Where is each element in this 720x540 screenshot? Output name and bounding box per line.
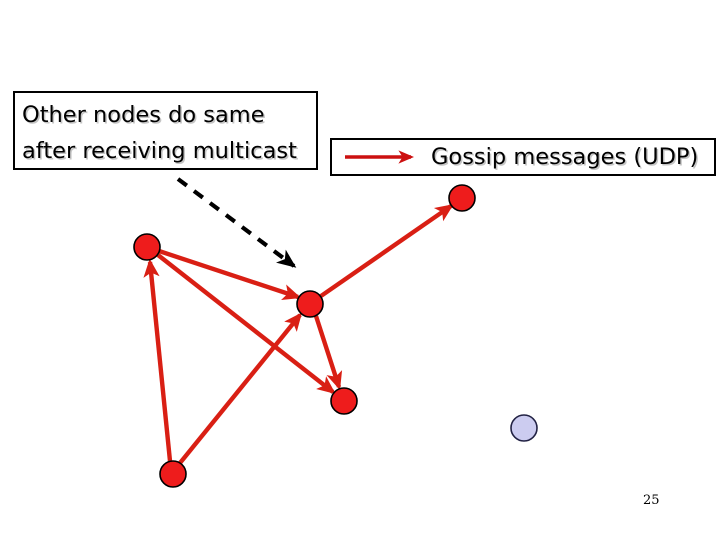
- callout-textbox: Other nodes do same after receiving mult…: [13, 91, 318, 170]
- node-mid-right[interactable]: [330, 387, 358, 415]
- gossip-edge-group: [143, 204, 454, 465]
- node-group: [133, 184, 538, 488]
- edge-center-to-top-right: [319, 204, 454, 298]
- page-number: 25: [643, 493, 660, 508]
- callout-line-1: Other nodes do same: [22, 102, 265, 128]
- multicast-dashed-arrow: [176, 177, 297, 268]
- edge-upper-left-to-mid-right: [156, 253, 336, 395]
- legend-label: Gossip messages (UDP): [431, 144, 699, 170]
- edge-upper-left-to-center: [158, 248, 302, 300]
- node-center[interactable]: [296, 290, 324, 318]
- edge-center-to-mid-right: [313, 315, 343, 391]
- node-top-right[interactable]: [448, 184, 476, 212]
- node-idle-right[interactable]: [510, 414, 538, 442]
- edge-bottom-left-to-upper-left: [143, 258, 173, 462]
- node-bottom-left[interactable]: [159, 460, 187, 488]
- callout-line-2: after receiving multicast: [22, 138, 297, 164]
- node-upper-left[interactable]: [133, 233, 161, 261]
- legend-box: Gossip messages (UDP): [330, 138, 716, 176]
- edge-bottom-left-to-center: [178, 312, 303, 465]
- red-arrow-icon: [345, 150, 415, 164]
